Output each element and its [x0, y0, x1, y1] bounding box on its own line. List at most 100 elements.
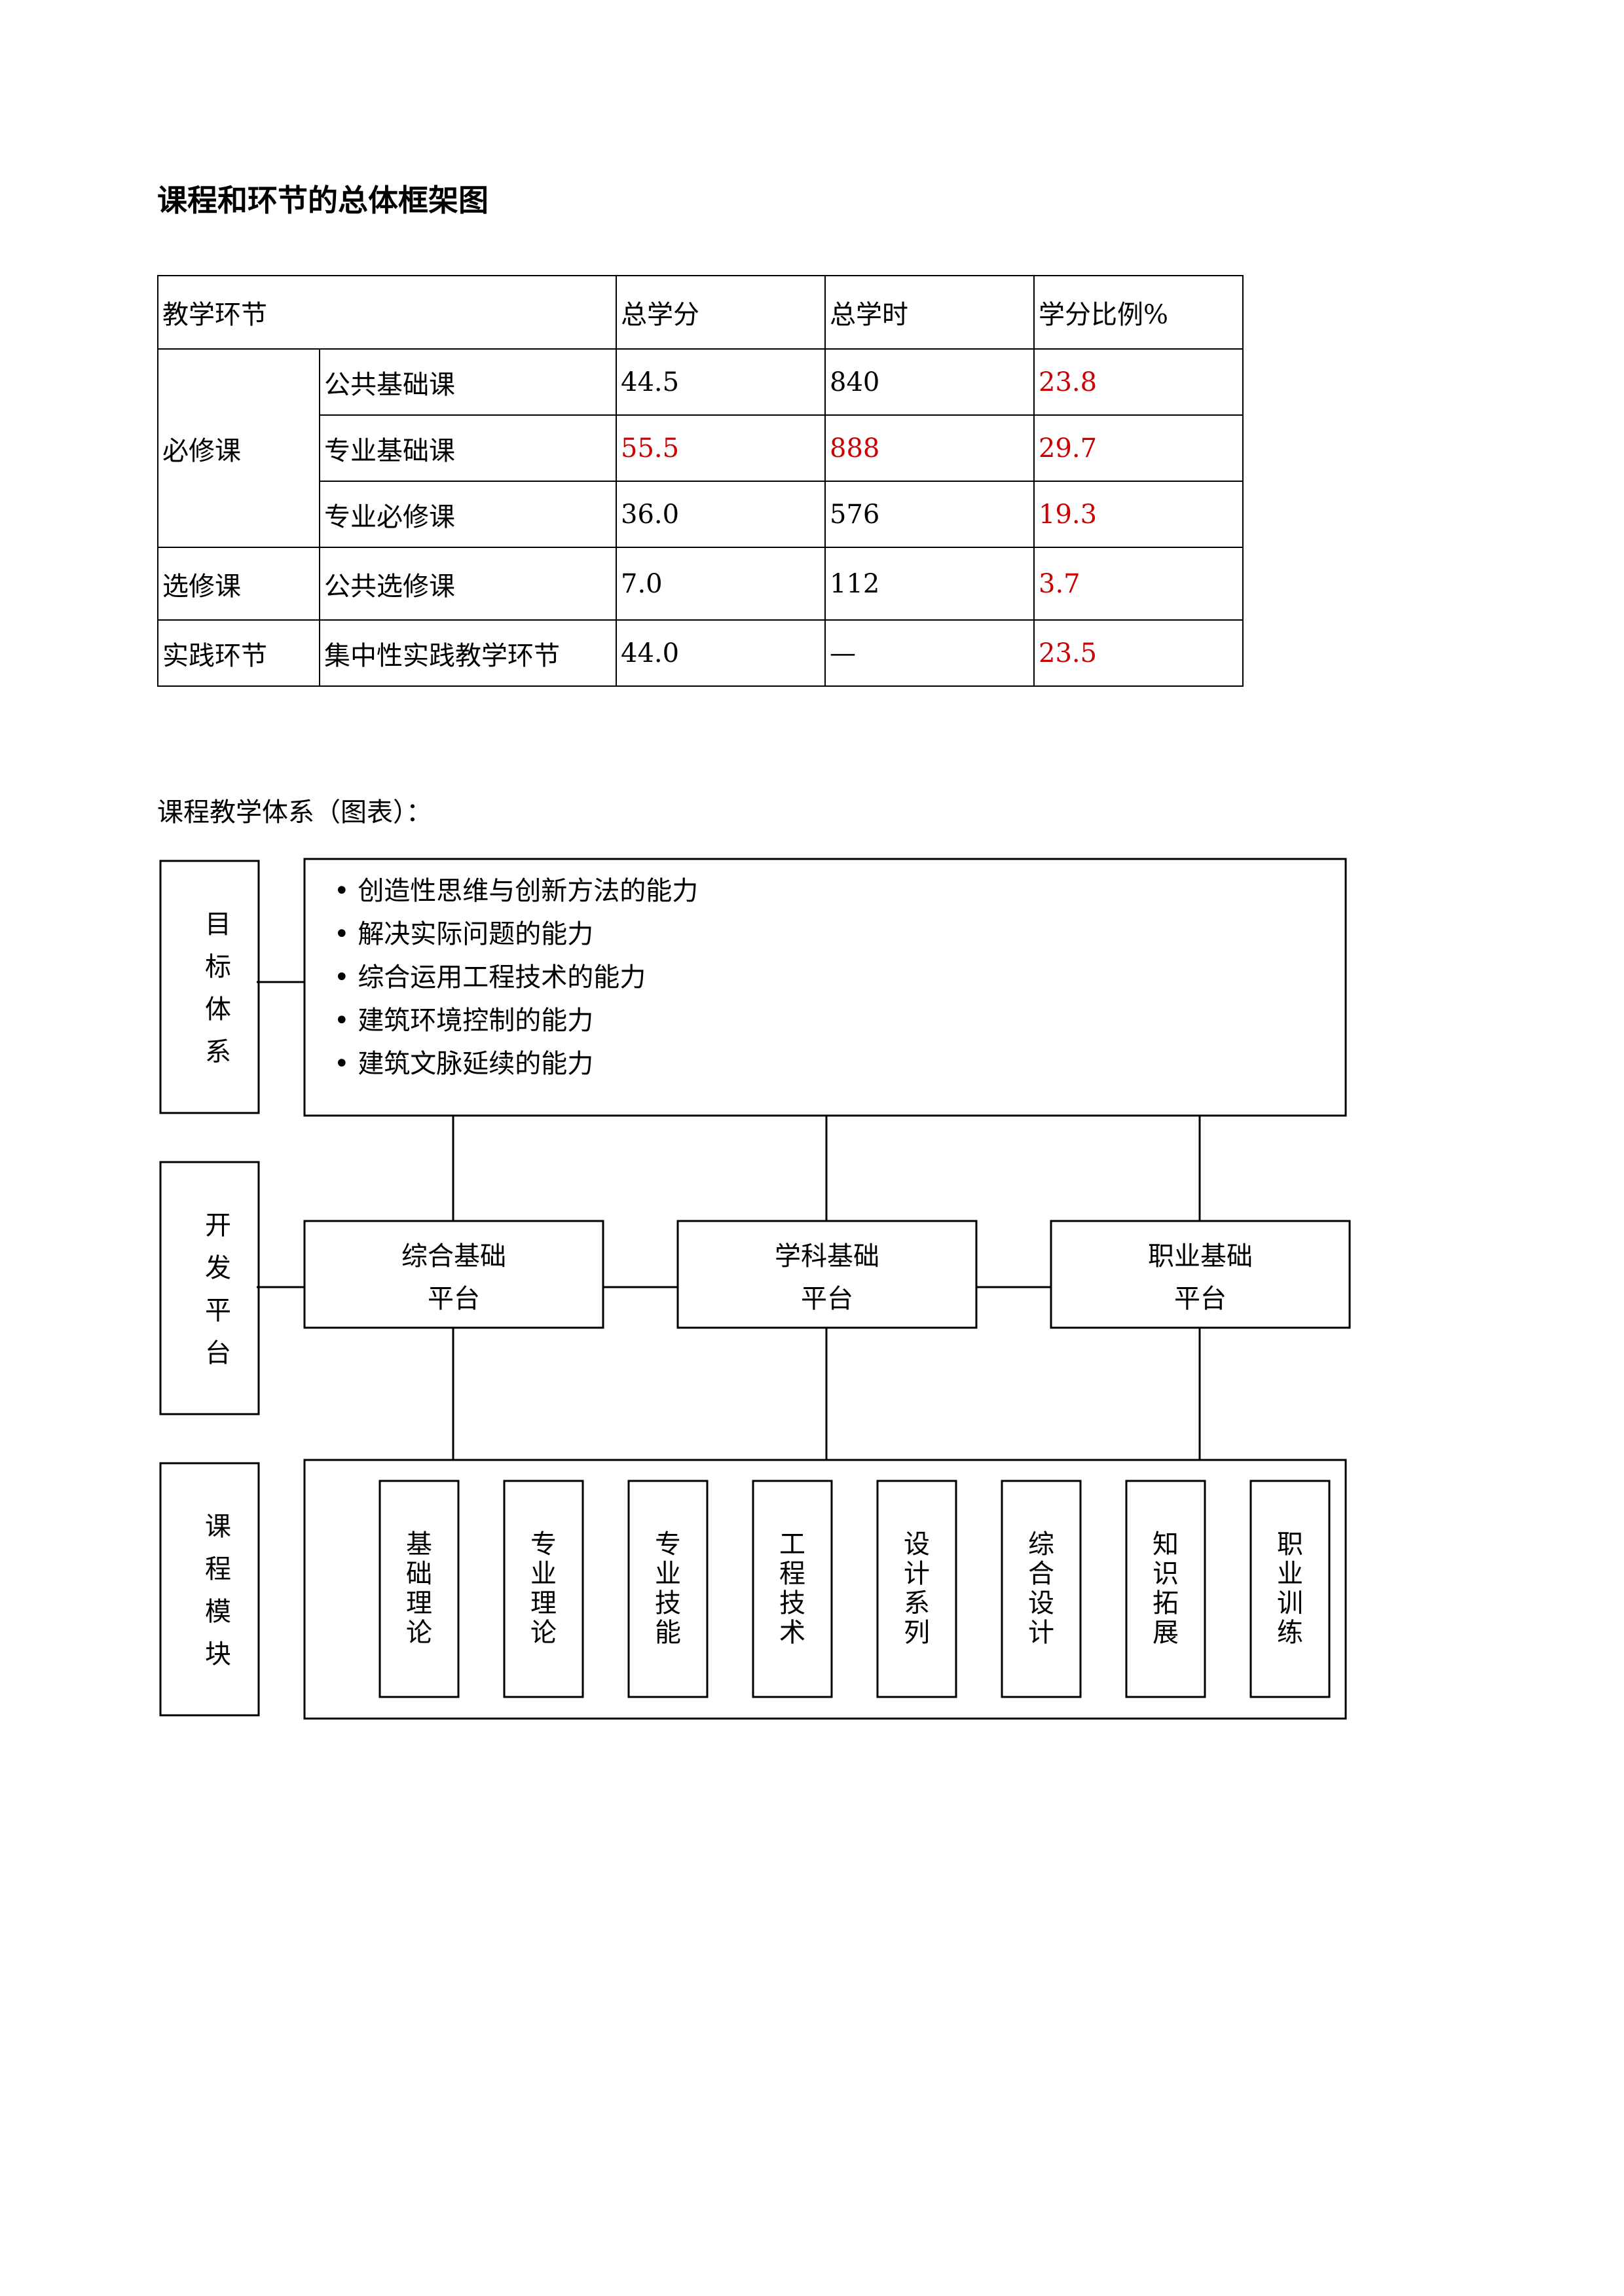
module-label-char: 块	[205, 1639, 231, 1669]
table-header-row: 教学环节 总学分 总学时 学分比例%	[157, 275, 1244, 350]
goal-item: • 创造性思维与创新方法的能力	[334, 876, 698, 906]
module-card-char: 知	[1153, 1529, 1179, 1559]
module-card-char: 系	[904, 1588, 930, 1618]
module-card-char: 设	[1028, 1588, 1054, 1618]
goal-label-char: 目	[205, 909, 231, 939]
credits-cell: 44.5	[616, 348, 826, 416]
platform-label-line: 平台	[1174, 1284, 1227, 1314]
goal-item: • 解决实际问题的能力	[334, 919, 593, 949]
header-cell: 总学时	[824, 275, 1035, 350]
hours-cell: 888	[824, 414, 1035, 482]
module-card-char: 计	[904, 1559, 930, 1589]
module-label-char: 模	[205, 1597, 231, 1627]
platform-label-line: 综合基础	[401, 1241, 506, 1271]
name-cell: 集中性实践教学环节	[319, 619, 617, 687]
name-cell: 专业必修课	[319, 481, 617, 548]
table-row: 实践环节 集中性实践教学环节 44.0 — 23.5	[157, 619, 1244, 687]
table-row: 选修课 公共选修课 7.0 112 3.7	[157, 547, 1244, 621]
module-label: 课 程 模 块	[205, 1512, 231, 1669]
credits-cell: 44.0	[616, 619, 826, 687]
header-cell: 教学环节	[157, 275, 617, 350]
name-cell: 公共基础课	[319, 348, 617, 416]
goal-box	[303, 858, 1347, 1117]
module-card-char: 训	[1277, 1588, 1303, 1618]
module-card-char: 能	[655, 1618, 681, 1648]
module-card-char: 术	[779, 1618, 805, 1648]
module-label-box	[159, 1462, 260, 1717]
module-card	[503, 1480, 584, 1698]
credits-cell: 7.0	[616, 547, 826, 621]
module-card-char: 程	[779, 1559, 805, 1589]
module-card-char: 专	[655, 1529, 681, 1559]
module-card	[1001, 1480, 1082, 1698]
platform-label-char: 台	[205, 1338, 231, 1368]
table-row: 专业基础课 55.5 888 29.7	[158, 414, 1244, 482]
platform-label-box	[159, 1161, 260, 1415]
module-card-char: 拓	[1153, 1588, 1179, 1618]
platform-label-line: 平台	[801, 1284, 853, 1314]
credits-cell: 55.5	[616, 414, 826, 482]
module-card-char: 基	[406, 1529, 432, 1559]
goal-label-char: 系	[205, 1037, 231, 1067]
page-title: 课程和环节的总体框架图	[157, 183, 489, 218]
credits-table: 教学环节 总学分 总学时 学分比例% 必修课 公共基础课 44.5 840 23…	[157, 275, 1244, 687]
platform-label: 开 发 平 台	[205, 1211, 231, 1368]
module-card-char: 技	[779, 1588, 805, 1618]
module-card-char: 论	[530, 1618, 557, 1648]
group-cell: 实践环节	[157, 619, 320, 687]
module-card-char: 综	[1028, 1529, 1054, 1559]
module-card	[1125, 1480, 1206, 1698]
module-card	[876, 1480, 957, 1698]
module-card-char: 识	[1153, 1559, 1179, 1589]
ratio-cell: 23.5	[1033, 619, 1244, 687]
module-card-char: 础	[406, 1559, 432, 1589]
module-card	[752, 1480, 833, 1698]
module-label-char: 程	[205, 1554, 231, 1584]
module-card-char: 技	[655, 1588, 681, 1618]
module-card-char: 计	[1028, 1618, 1054, 1648]
goal-item: • 建筑环境控制的能力	[334, 1006, 593, 1036]
platform-label-char: 平	[205, 1296, 231, 1326]
group-cell: 必修课	[157, 348, 320, 548]
module-card-char: 业	[1277, 1559, 1303, 1589]
name-cell: 公共选修课	[319, 547, 617, 621]
module-card-char: 设	[904, 1529, 930, 1559]
platform-label-line: 学科基础	[775, 1241, 879, 1271]
goal-list: • 创造性思维与创新方法的能力 • 解决实际问题的能力 • 综合运用工程技术的能…	[334, 876, 698, 1079]
hours-cell: 840	[824, 348, 1035, 416]
goal-item: • 综合运用工程技术的能力	[334, 962, 646, 993]
hours-cell: —	[824, 619, 1035, 687]
group-cell: 选修课	[157, 547, 320, 621]
goal-label-char: 体	[205, 994, 231, 1025]
goal-label-char: 标	[205, 952, 231, 982]
header-cell: 学分比例%	[1033, 275, 1244, 350]
goal-item: • 建筑文脉延续的能力	[334, 1049, 593, 1079]
hours-cell: 112	[824, 547, 1035, 621]
module-card-char: 职	[1277, 1529, 1303, 1559]
table-row: 必修课 公共基础课 44.5 840 23.8	[157, 348, 1244, 548]
platform-label-line: 平台	[428, 1284, 480, 1314]
module-card-char: 业	[655, 1559, 681, 1589]
credits-cell: 36.0	[616, 481, 826, 548]
header-cell: 总学分	[616, 275, 826, 350]
module-card	[1249, 1480, 1331, 1698]
table-row: 专业必修课 36.0 576 19.3	[158, 481, 1244, 548]
module-card	[378, 1480, 460, 1698]
module-card-char: 展	[1153, 1618, 1179, 1648]
name-cell: 专业基础课	[319, 414, 617, 482]
module-card-char: 论	[406, 1618, 432, 1648]
ratio-cell: 3.7	[1033, 547, 1244, 621]
ratio-cell: 23.8	[1033, 348, 1244, 416]
ratio-cell: 19.3	[1033, 481, 1244, 548]
module-card-char: 列	[904, 1618, 930, 1648]
module-container	[303, 1459, 1347, 1720]
module-card-char: 理	[406, 1588, 432, 1618]
platform-label-line: 职业基础	[1148, 1241, 1253, 1271]
module-card-char: 合	[1028, 1559, 1054, 1589]
module-card-char: 业	[530, 1559, 557, 1589]
platform-label-char: 开	[205, 1211, 231, 1241]
module-card-char: 理	[530, 1588, 557, 1618]
platform-label-char: 发	[205, 1253, 231, 1283]
